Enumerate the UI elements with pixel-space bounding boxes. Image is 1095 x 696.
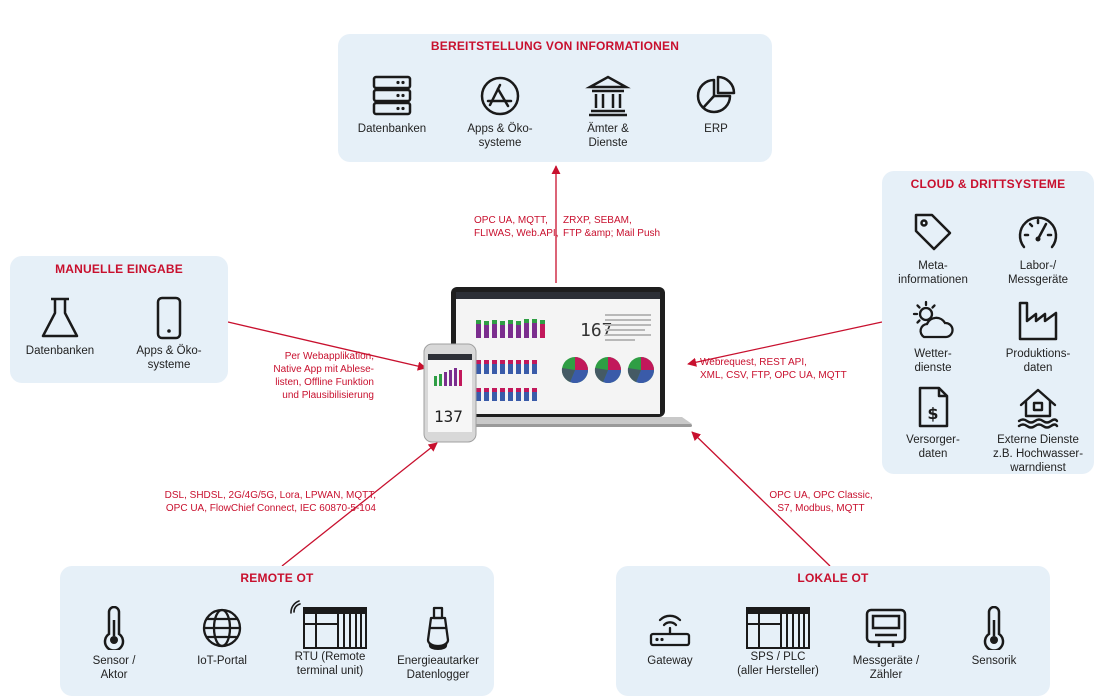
svg-text:$: $ bbox=[927, 404, 938, 423]
local-ot-panel: LOKALE OT Gateway SPS / PLC (aller Herst… bbox=[616, 566, 1050, 696]
item-gateway: Gateway bbox=[616, 606, 724, 668]
panel-title: MANUELLE EINGABE bbox=[55, 262, 183, 276]
item-label: Apps & Öko- systeme bbox=[467, 123, 533, 149]
item-label: Versorger- daten bbox=[906, 434, 960, 460]
item-apps: Apps & Öko- systeme bbox=[446, 74, 554, 150]
datalogger-icon bbox=[415, 606, 461, 650]
right-protocols: Webrequest, REST API, XML, CSV, FTP, OPC… bbox=[700, 357, 847, 381]
phone-big-number: 137 bbox=[434, 407, 463, 426]
weather-icon bbox=[910, 299, 956, 343]
top-protocols-left: OPC UA, MQTT, FLIWAS, Web.API, bbox=[474, 215, 559, 239]
panel-title: LOKALE OT bbox=[797, 571, 869, 585]
app-store-icon bbox=[477, 74, 523, 118]
dashboard-devices-illustration: 167 137 bbox=[423, 287, 692, 443]
tag-icon bbox=[910, 211, 956, 255]
item-sensorics: Sensorik bbox=[940, 605, 1048, 668]
left-protocols: Per Webapplikation, Native App mit Ables… bbox=[273, 351, 374, 401]
item-label: RTU (Remote terminal unit) bbox=[294, 651, 366, 677]
pie-chart-icon bbox=[693, 74, 739, 118]
item-label: Produktions- daten bbox=[1005, 348, 1071, 374]
thermometer-icon bbox=[91, 605, 137, 652]
plc-icon bbox=[743, 600, 813, 650]
item-label: Apps & Öko- systeme bbox=[136, 345, 202, 371]
gauge-icon bbox=[1015, 211, 1061, 255]
meter-icon bbox=[863, 606, 909, 650]
database-server-icon bbox=[369, 74, 415, 118]
item-external-services: Externe Dienste z.B. Hochwasser- warndie… bbox=[982, 385, 1094, 475]
laptop-display bbox=[456, 292, 660, 414]
router-icon bbox=[647, 606, 693, 650]
invoice-icon: $ bbox=[910, 385, 956, 429]
flask-icon bbox=[37, 296, 83, 340]
item-label: Sensorik bbox=[971, 655, 1017, 667]
item-label: ERP bbox=[704, 123, 728, 135]
item-label: Ämter & Dienste bbox=[587, 123, 629, 149]
item-production: Produktions- daten bbox=[982, 299, 1094, 375]
item-label: Energieautarker Datenlogger bbox=[397, 655, 479, 681]
laptop-pie-charts bbox=[561, 357, 654, 383]
item-lab: Labor-/ Messgeräte bbox=[982, 211, 1094, 287]
cloud-third-party-panel: CLOUD & DRITTSYSTEME Meta- informationen… bbox=[882, 171, 1094, 474]
smartphone-icon bbox=[146, 296, 192, 340]
laptop-big-number: 167 bbox=[580, 320, 613, 341]
remote-protocols: DSL, SHDSL, 2G/4G/5G, Lora, LPWAN, MQTT,… bbox=[164, 490, 376, 514]
factory-icon bbox=[1015, 299, 1061, 343]
item-smartphone: Apps & Öko- systeme bbox=[114, 296, 224, 372]
laptop-text-block bbox=[605, 314, 651, 341]
item-iot-portal: IoT-Portal bbox=[168, 606, 276, 668]
item-rtu: RTU (Remote terminal unit) bbox=[276, 600, 384, 678]
arrow-from-left bbox=[227, 321, 427, 371]
item-erp: ERP bbox=[662, 74, 770, 136]
item-label: Sensor / Aktor bbox=[92, 655, 136, 681]
remote-ot-panel: REMOTE OT Sensor / Aktor IoT-Portal RTU … bbox=[60, 566, 494, 696]
item-weather: Wetter- dienste bbox=[878, 299, 988, 375]
item-flask: Datenbanken bbox=[10, 296, 110, 358]
item-label: IoT-Portal bbox=[197, 655, 247, 667]
item-sensor-actor: Sensor / Aktor bbox=[60, 605, 168, 682]
globe-icon bbox=[199, 606, 245, 650]
item-label: Datenbanken bbox=[357, 123, 427, 135]
laptop-bar-chart bbox=[476, 319, 545, 338]
item-label: Gateway bbox=[647, 655, 693, 667]
laptop-stacked-bars bbox=[476, 360, 537, 401]
item-label: Datenbanken bbox=[25, 345, 95, 357]
thermometer-icon bbox=[971, 605, 1017, 652]
top-protocols-right: ZRXP, SEBAM, FTP &amp; Mail Push bbox=[563, 215, 661, 239]
item-meter: Messgeräte / Zähler bbox=[832, 606, 940, 682]
rtu-icon bbox=[290, 600, 370, 650]
item-label: Messgeräte / Zähler bbox=[852, 655, 920, 681]
panel-title: BEREITSTELLUNG VON INFORMATIONEN bbox=[430, 39, 680, 53]
item-label: Labor-/ Messgeräte bbox=[1007, 260, 1069, 286]
item-meta: Meta- informationen bbox=[878, 211, 988, 287]
arrow-from-remote bbox=[281, 442, 438, 567]
item-plc: SPS / PLC (aller Hersteller) bbox=[724, 600, 832, 678]
item-label: Externe Dienste z.B. Hochwasser- warndie… bbox=[992, 434, 1084, 474]
information-provision-panel: BEREITSTELLUNG VON INFORMATIONEN Datenba… bbox=[338, 34, 772, 162]
government-building-icon bbox=[585, 74, 631, 118]
item-authorities: Ämter & Dienste bbox=[554, 74, 662, 150]
arrow-from-right bbox=[687, 321, 883, 367]
panel-title: CLOUD & DRITTSYSTEME bbox=[910, 177, 1066, 191]
item-datalogger: Energieautarker Datenlogger bbox=[384, 606, 492, 682]
flood-house-icon bbox=[1015, 385, 1061, 429]
item-supplier: $ Versorger- daten bbox=[878, 385, 988, 461]
manual-input-panel: MANUELLE EINGABE Datenbanken Apps & Öko-… bbox=[10, 256, 228, 383]
item-label: Meta- informationen bbox=[898, 260, 968, 286]
panel-title: REMOTE OT bbox=[240, 571, 314, 585]
item-label: SPS / PLC (aller Hersteller) bbox=[737, 651, 819, 677]
phone-bar-chart bbox=[434, 368, 462, 386]
arrow-from-local bbox=[691, 431, 831, 567]
local-protocols: OPC UA, OPC Classic, S7, Modbus, MQTT bbox=[769, 490, 873, 514]
item-label: Wetter- dienste bbox=[914, 348, 952, 374]
laptop-base bbox=[424, 417, 692, 424]
item-databases: Datenbanken bbox=[338, 74, 446, 136]
